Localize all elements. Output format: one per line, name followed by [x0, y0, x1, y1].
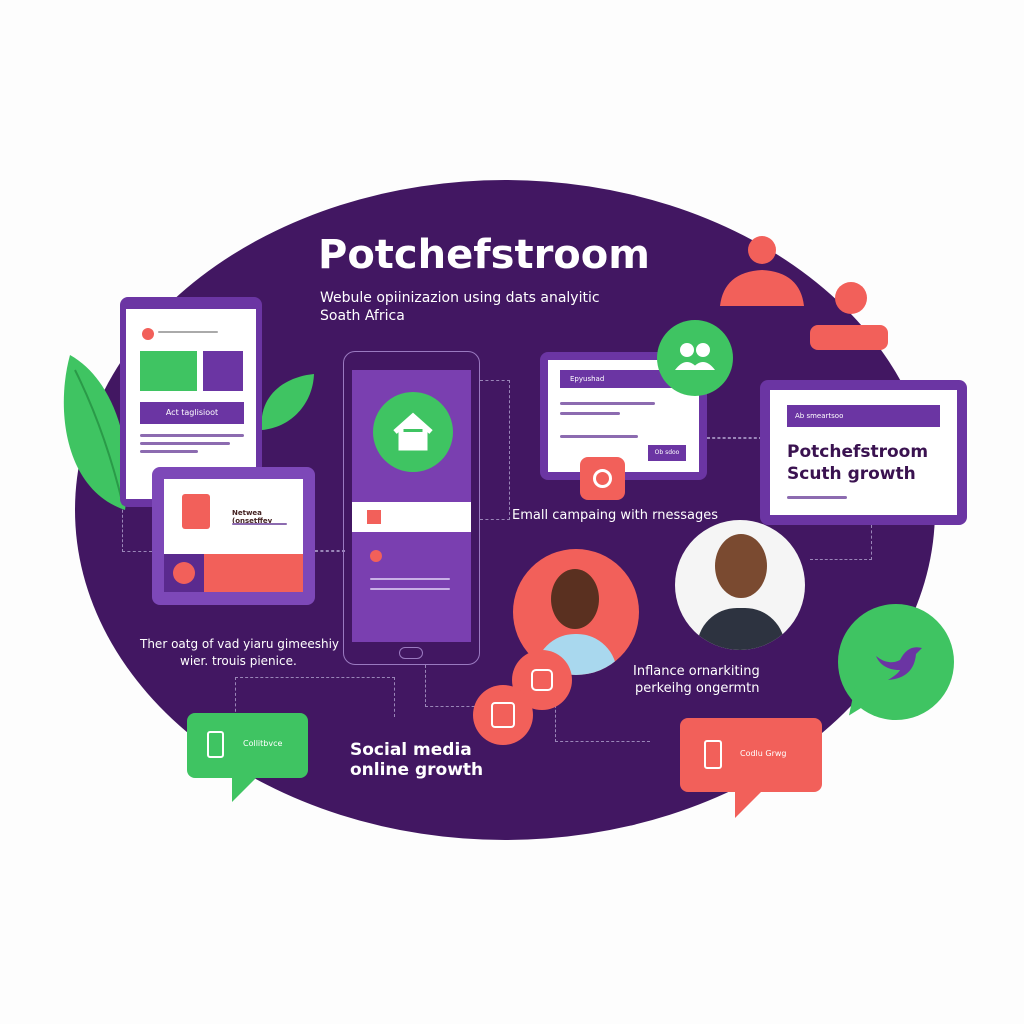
bubble-tail [232, 776, 258, 802]
connector [122, 500, 152, 552]
bubble-tail [735, 790, 763, 818]
email-caption: Emall campaing with rnessages [512, 508, 719, 523]
person-icon [720, 236, 804, 306]
green-chat-bubble[interactable]: Collitbvce [187, 713, 308, 778]
connector [235, 677, 395, 717]
info-panel [203, 351, 243, 391]
message-icon[interactable] [473, 685, 533, 745]
email-button[interactable]: Ob sdoo [648, 445, 686, 461]
caption: wier. trouis pienice. [180, 654, 297, 668]
leaf-icon [261, 374, 314, 430]
tablet-cta-button[interactable]: Act taglisioot [140, 402, 244, 424]
shopping-bag-icon [182, 494, 210, 529]
growth-card-title: Potchefstroom [787, 442, 929, 462]
subtitle: Soath Africa [320, 308, 405, 324]
email-header: Epyushad [560, 370, 672, 388]
shop-card-title: Netwea (onsetffey [232, 509, 273, 525]
page-title: Potchefstroom [318, 232, 650, 278]
connector [555, 700, 650, 742]
connector [425, 665, 485, 707]
notification-icon [835, 282, 867, 314]
chat-icon [173, 562, 195, 584]
leaf-icon [63, 355, 128, 510]
subtitle: Webule opiinizazion using dats analyitic [320, 290, 600, 306]
refresh-icon [580, 457, 625, 500]
house-icon [373, 392, 453, 472]
red-chat-bubble[interactable]: Codlu Grwg [680, 718, 822, 792]
man-avatar [675, 520, 805, 650]
home-button[interactable] [399, 647, 423, 659]
red-bubble-label: Codlu Grwg [740, 749, 787, 758]
person-icon [207, 731, 224, 758]
people-icon [657, 320, 733, 396]
map-image [140, 351, 197, 391]
connector [810, 525, 872, 560]
connector [707, 437, 762, 439]
social-caption: Social media [350, 740, 472, 760]
person-icon [704, 740, 722, 769]
connector [480, 380, 510, 520]
growth-card: Ab smeartsoo Potchefstroom Scuth growth [760, 380, 967, 525]
shop-card: Netwea (onsetffey [152, 467, 315, 605]
instagram-icon[interactable] [512, 650, 572, 710]
logo-icon [142, 328, 154, 340]
notification-bar [810, 325, 888, 350]
social-caption: online growth [350, 760, 484, 780]
connector [315, 550, 345, 552]
twitter-icon[interactable] [838, 604, 954, 720]
woman-avatar [513, 549, 639, 675]
influencer-caption: Inflance ornarkiting [633, 664, 760, 679]
influencer-caption: perkeihg ongermtn [635, 681, 760, 696]
growth-card-title: Scuth growth [787, 464, 916, 484]
caption: Ther oatg of vad yiaru gimeeshiy [140, 637, 340, 651]
growth-card-header: Ab smeartsoo [787, 405, 940, 427]
green-bubble-label: Collitbvce [243, 739, 283, 748]
